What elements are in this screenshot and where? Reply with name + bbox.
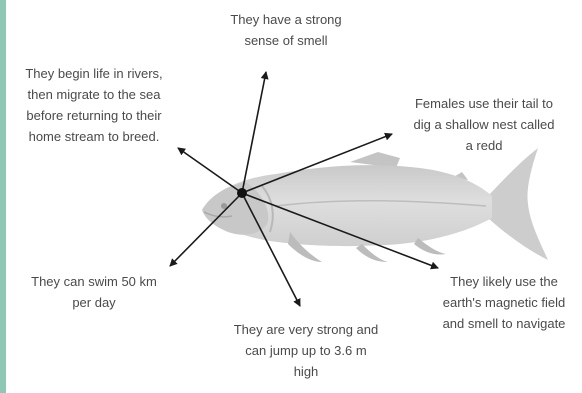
fact-swim: They can swim 50 km per day [14, 271, 174, 313]
fact-navigate: They likely use the earth's magnetic fie… [426, 271, 582, 334]
arrow-to-smell [242, 72, 266, 193]
salmon-illustration [202, 148, 548, 262]
hub-dot [237, 188, 247, 198]
fact-jump: They are very strong and can jump up to … [216, 319, 396, 382]
anal-fin [414, 238, 446, 255]
fact-smell: They have a strong sense of smell [206, 9, 366, 51]
fact-life-cycle: They begin life in rivers, then migrate … [6, 63, 182, 147]
fact-nest: Females use their tail to dig a shallow … [394, 93, 574, 156]
arrow-to-life-cycle [178, 148, 242, 193]
tail-fin [488, 148, 548, 260]
